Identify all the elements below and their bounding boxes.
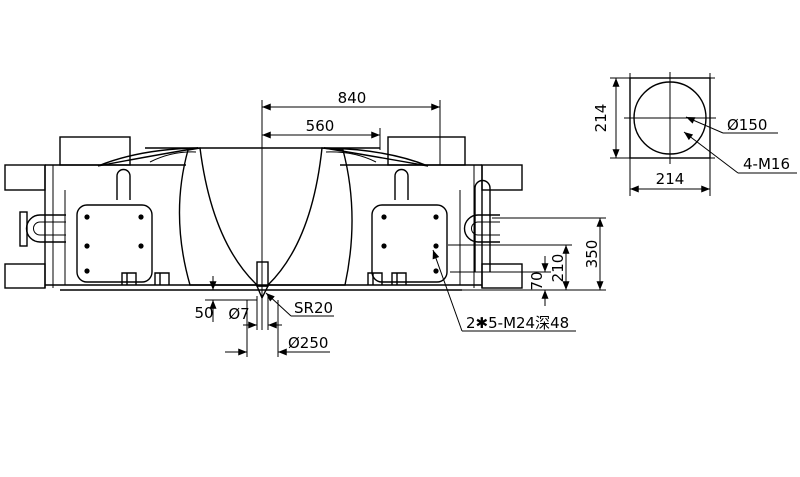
dimension-560: 560: [262, 117, 381, 150]
dim-sr20-label: SR20: [294, 299, 333, 317]
dim-phi7-label: Ø7: [228, 305, 249, 323]
left-vertical-pipe: [116, 168, 131, 200]
bolt-callout: 4-M16: [683, 131, 797, 174]
left-window-foot: [154, 272, 170, 285]
bolt-dot: [433, 214, 439, 220]
leader-line: [432, 249, 463, 332]
cone-section: [178, 147, 353, 300]
left-wing-inner: [149, 151, 197, 163]
bolt-dot: [433, 243, 439, 249]
bolt-dot: [381, 243, 387, 249]
left-top-box: [59, 136, 131, 166]
left-pipe-flange: [19, 211, 28, 247]
left-top-lug: [4, 164, 46, 191]
dim-214-bottom-label: 214: [656, 170, 685, 188]
dim-350-label: 350: [583, 240, 601, 269]
dim-phi150-label: Ø150: [727, 116, 767, 134]
bolt-hole-mark: [705, 73, 715, 83]
bolt-dot: [138, 243, 144, 249]
bolt-dot: [433, 268, 439, 274]
left-window-foot: [121, 272, 137, 285]
right-window-frame: [371, 204, 448, 283]
right-riser-pipe: [474, 179, 491, 272]
right-wing: [323, 147, 429, 167]
dim-560-label: 560: [306, 117, 335, 135]
right-top-lug: [481, 164, 523, 191]
dim-210-label: 210: [549, 254, 567, 283]
dim-70-label: 70: [528, 271, 546, 290]
radius-sr20: SR20: [265, 292, 334, 317]
lugs: [4, 164, 523, 289]
left-u-pipe-inner: [33, 221, 66, 236]
thread-callout: 2✱5-M24深48: [432, 249, 576, 332]
right-window-foot: [391, 272, 407, 285]
bolt-dot: [381, 214, 387, 220]
right-window: [367, 204, 448, 285]
dim-phi250-label: Ø250: [288, 334, 328, 352]
right-vertical-pipe: [394, 168, 409, 200]
dim-50-label: 50: [194, 304, 213, 322]
bowl-rim: [97, 147, 429, 167]
height-dimensions: 350 210 70: [448, 217, 606, 306]
bolt-dot: [84, 268, 90, 274]
flange-detail-view: 214 214 Ø150 4-M16: [592, 72, 797, 196]
right-hatched-wall: [266, 147, 353, 286]
dimension-840: 840: [262, 89, 441, 165]
left-window: [76, 204, 170, 285]
left-bottom-lug: [4, 263, 46, 289]
hole-note-label: 4-M16: [743, 155, 790, 173]
right-window-foot: [367, 272, 383, 285]
left-u-pipe-outer: [25, 214, 66, 243]
left-wing: [97, 147, 199, 167]
dimension-phi7: Ø7: [228, 296, 282, 330]
pipes: [19, 168, 500, 272]
right-u-pipe-inner: [471, 221, 500, 236]
dim-214-side-label: 214: [592, 104, 610, 133]
dimension-214-bottom: 214: [629, 158, 711, 196]
bolt-dot: [84, 243, 90, 249]
left-window-frame: [76, 204, 153, 283]
right-u-pipe-outer: [463, 214, 500, 243]
dimension-50: 50: [194, 276, 257, 322]
thread-note-label: 2✱5-M24深48: [466, 314, 569, 332]
right-wing-inner: [325, 151, 377, 163]
leader-line: [683, 131, 739, 174]
dim-840-label: 840: [338, 89, 367, 107]
dimension-phi250: Ø250: [225, 300, 330, 357]
right-bottom-lug: [481, 263, 523, 289]
main-section-view: 840 560 50 Ø7 SR20: [4, 89, 606, 357]
bolt-dot: [84, 214, 90, 220]
bolt-dot: [138, 214, 144, 220]
dimension-214-side: 214: [592, 77, 630, 159]
left-hatched-wall: [178, 147, 259, 286]
bore-callout: Ø150: [685, 116, 778, 134]
leader-line: [685, 116, 724, 134]
body-outline: [44, 136, 483, 291]
